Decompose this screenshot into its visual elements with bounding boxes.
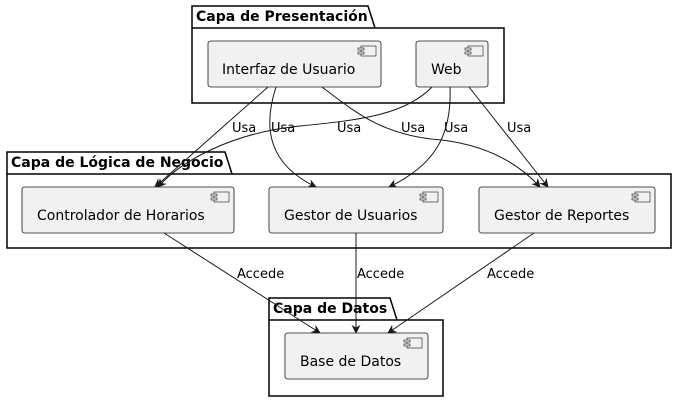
edge-label-interfaz-horarios: Usa [232,121,256,136]
package-title-logic: Capa de Lógica de Negocio [11,155,224,171]
edge-reportes-basedatos [387,232,535,334]
component-reportes[interactable]: Gestor de Reportes [478,186,656,234]
component-icon [210,191,230,203]
component-label-horarios: Controlador de Horarios [37,208,205,224]
edge-web-usuarios [388,86,451,188]
edge-web-reportes [468,86,549,188]
edge-label-reportes-basedatos: Accede [487,267,534,282]
edge-label-usuarios-basedatos: Accede [357,267,404,282]
edge-label-horarios-basedatos: Accede [237,267,284,282]
component-label-web: Web [431,62,462,78]
component-label-interfaz: Interfaz de Usuario [222,62,355,78]
edge-interfaz-horarios [154,86,269,188]
edge-web-horarios [157,86,433,188]
edge-label-web-reportes: Usa [507,121,531,136]
component-icon [419,191,439,203]
package-title-presentation: Capa de Presentación [196,9,368,25]
component-label-basedatos: Base de Datos [300,354,401,370]
component-label-usuarios: Gestor de Usuarios [284,208,417,224]
edges [154,86,549,334]
edge-label-web-horarios: Usa [337,121,361,136]
component-interfaz[interactable]: Interfaz de Usuario [207,40,382,88]
component-label-reportes: Gestor de Reportes [494,208,629,224]
component-web[interactable]: Web [415,40,489,88]
component-icon [631,191,651,203]
edge-label-interfaz-reportes: Usa [401,121,425,136]
component-icon [464,45,484,57]
edge-horarios-basedatos [163,232,321,334]
edge-label-web-usuarios: Usa [444,121,468,136]
edge-label-interfaz-usuarios: Usa [271,121,295,136]
edge-interfaz-usuarios [269,86,317,188]
edge-interfaz-reportes [321,86,541,188]
edge-labels: Usa Usa Usa Usa Usa Usa Accede Accede Ac… [232,121,534,282]
package-title-data: Capa de Datos [273,301,387,317]
component-usuarios[interactable]: Gestor de Usuarios [268,186,444,234]
component-icon [403,337,423,349]
component-horarios[interactable]: Controlador de Horarios [21,186,235,234]
component-basedatos[interactable]: Base de Datos [284,332,429,380]
component-icon [357,45,377,57]
